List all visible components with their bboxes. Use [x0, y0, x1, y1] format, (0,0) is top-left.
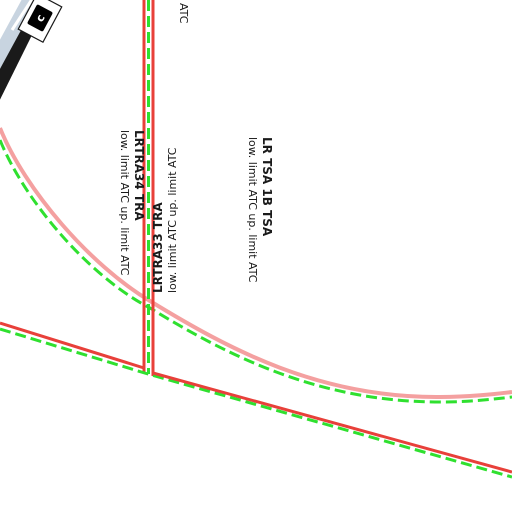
road-shield-icon [27, 4, 53, 32]
lrtra34-limits: low. limit ATC up. limit ATC [118, 130, 131, 276]
lower-boundary-red-lower [152, 371, 512, 474]
label-edge-atc: ATC [177, 3, 190, 24]
edge-atc-text: ATC [177, 3, 190, 24]
lower-boundary[interactable] [0, 321, 512, 479]
lr-tsa-1b-limits: low. limit ATC up. limit ATC [246, 137, 259, 283]
tsa-arc-green [0, 139, 512, 404]
lrtra33-limits: low. limit ATC up. limit ATC [166, 147, 179, 293]
road-edge [10, 0, 34, 31]
road-shield-label: c [33, 12, 48, 24]
lower-boundary-green [0, 327, 512, 479]
lrtra33-name: LRTRA33 TRA [151, 202, 165, 293]
tsa-arc-pink [0, 127, 512, 400]
tra-divider-boundary[interactable] [142, 0, 155, 376]
road-shield[interactable]: c [17, 0, 63, 44]
lr-tsa-1b-name: LR TSA 1B TSA [260, 137, 274, 237]
lower-boundary-red-upper [0, 321, 145, 370]
label-lrtra33: LRTRA33 TRA low. limit ATC up. limit ATC [151, 147, 179, 293]
lrtra34-name: LRTRA34 TRA [132, 130, 146, 221]
tsa-arc-boundary[interactable] [0, 127, 512, 404]
label-lr-tsa-1b: LR TSA 1B TSA low. limit ATC up. limit A… [246, 137, 274, 283]
label-lrtra34: LRTRA34 TRA low. limit ATC up. limit ATC [118, 130, 146, 276]
